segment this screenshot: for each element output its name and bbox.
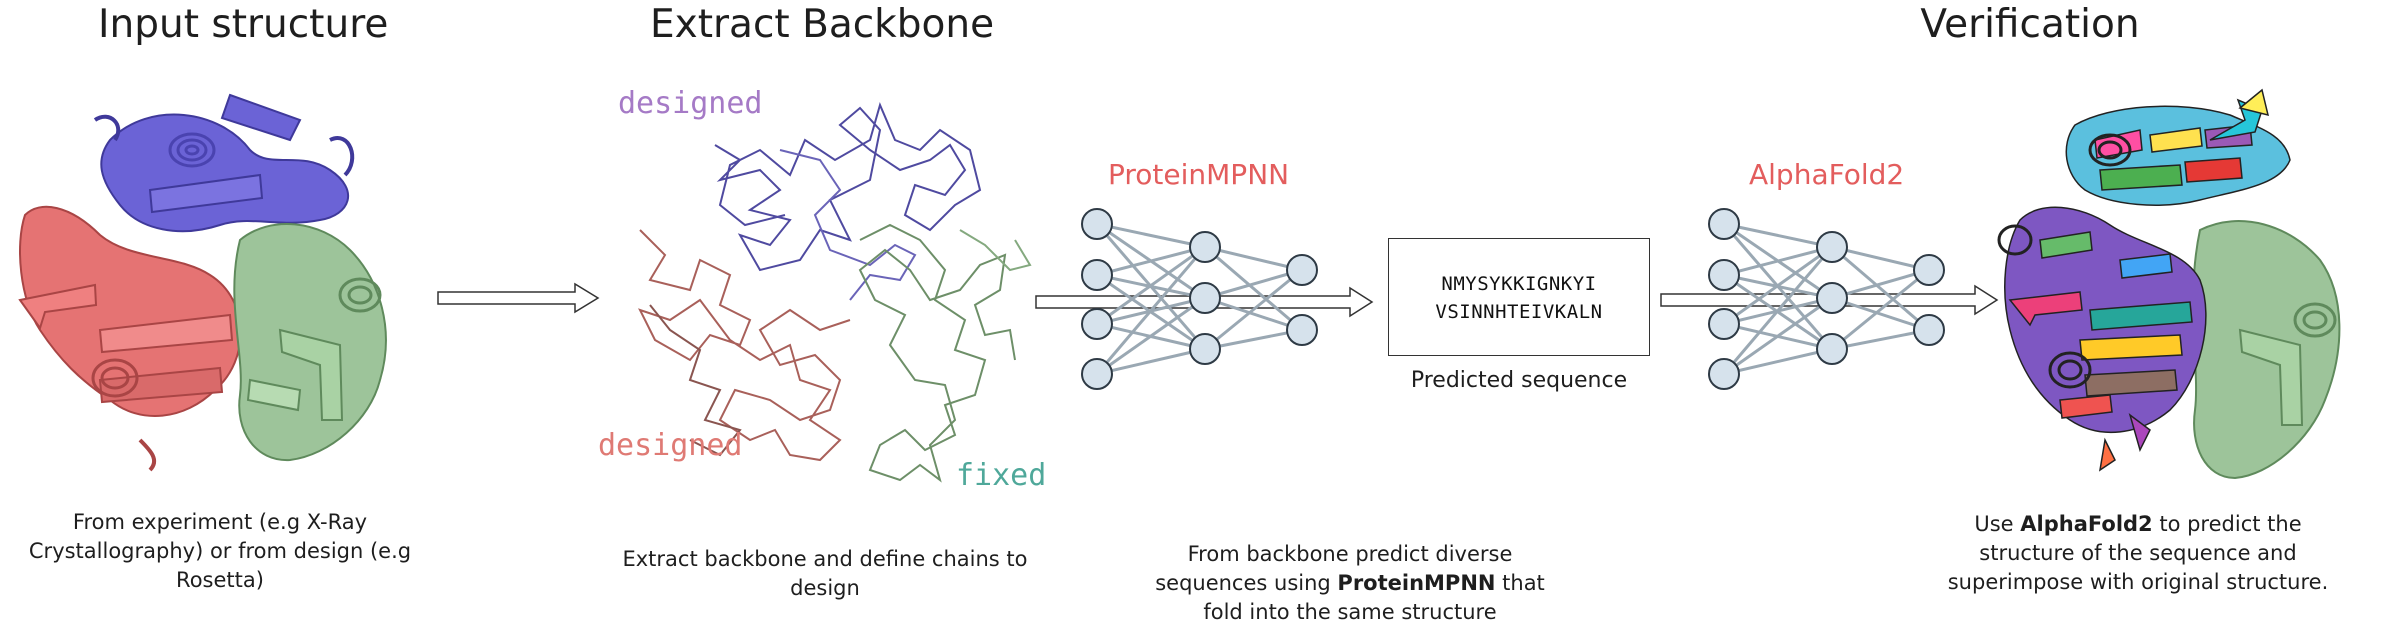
caption-verify: Use AlphaFold2 to predict the structure … xyxy=(1938,510,2338,597)
title-input-structure: Input structure xyxy=(98,2,389,47)
caption-verify-bold: AlphaFold2 xyxy=(2020,512,2153,536)
caption-extract: Extract backbone and define chains to de… xyxy=(622,547,1028,600)
title-extract-backbone: Extract Backbone xyxy=(650,2,995,47)
sequence-line-2: VSINNHTEIVKALN xyxy=(1435,301,1603,323)
rainbow-ribbon-icon xyxy=(1997,88,2341,480)
sequence-line-1: NMYSYKKIGNKYI xyxy=(1441,273,1597,295)
backbone-trace-icon xyxy=(638,102,1032,483)
caption-predict: From backbone predict diverse sequences … xyxy=(1140,540,1560,627)
predicted-sequence-box: NMYSYKKIGNKYI VSINNHTEIVKALN xyxy=(1388,238,1650,356)
protein-ribbon-icon xyxy=(18,93,387,472)
label-fixed: fixed xyxy=(956,458,1047,493)
neural-network-icon xyxy=(1095,222,1303,376)
caption-verify-post: to predict the structure of the sequence… xyxy=(1947,512,2329,594)
label-designed-bottom: designed xyxy=(598,428,743,463)
predicted-sequence-caption: Predicted sequence xyxy=(1410,368,1628,393)
label-alphafold2: AlphaFold2 xyxy=(1749,158,1905,191)
neural-network-icon xyxy=(1722,222,1930,376)
caption-predict-pre: From backbone predict diverse sequences … xyxy=(1155,542,1513,595)
label-designed-top: designed xyxy=(618,86,763,121)
caption-input: From experiment (e.g X-Ray Crystallograp… xyxy=(28,510,412,592)
title-verification: Verification xyxy=(1920,2,2140,47)
caption-predict-post: that fold into the same structure xyxy=(1203,571,1545,624)
label-proteinmpnn: ProteinMPNN xyxy=(1108,158,1290,191)
arrow-right-icon xyxy=(437,282,600,314)
caption-predict-bold: ProteinMPNN xyxy=(1337,571,1496,595)
caption-verify-pre: Use xyxy=(1974,512,2021,536)
